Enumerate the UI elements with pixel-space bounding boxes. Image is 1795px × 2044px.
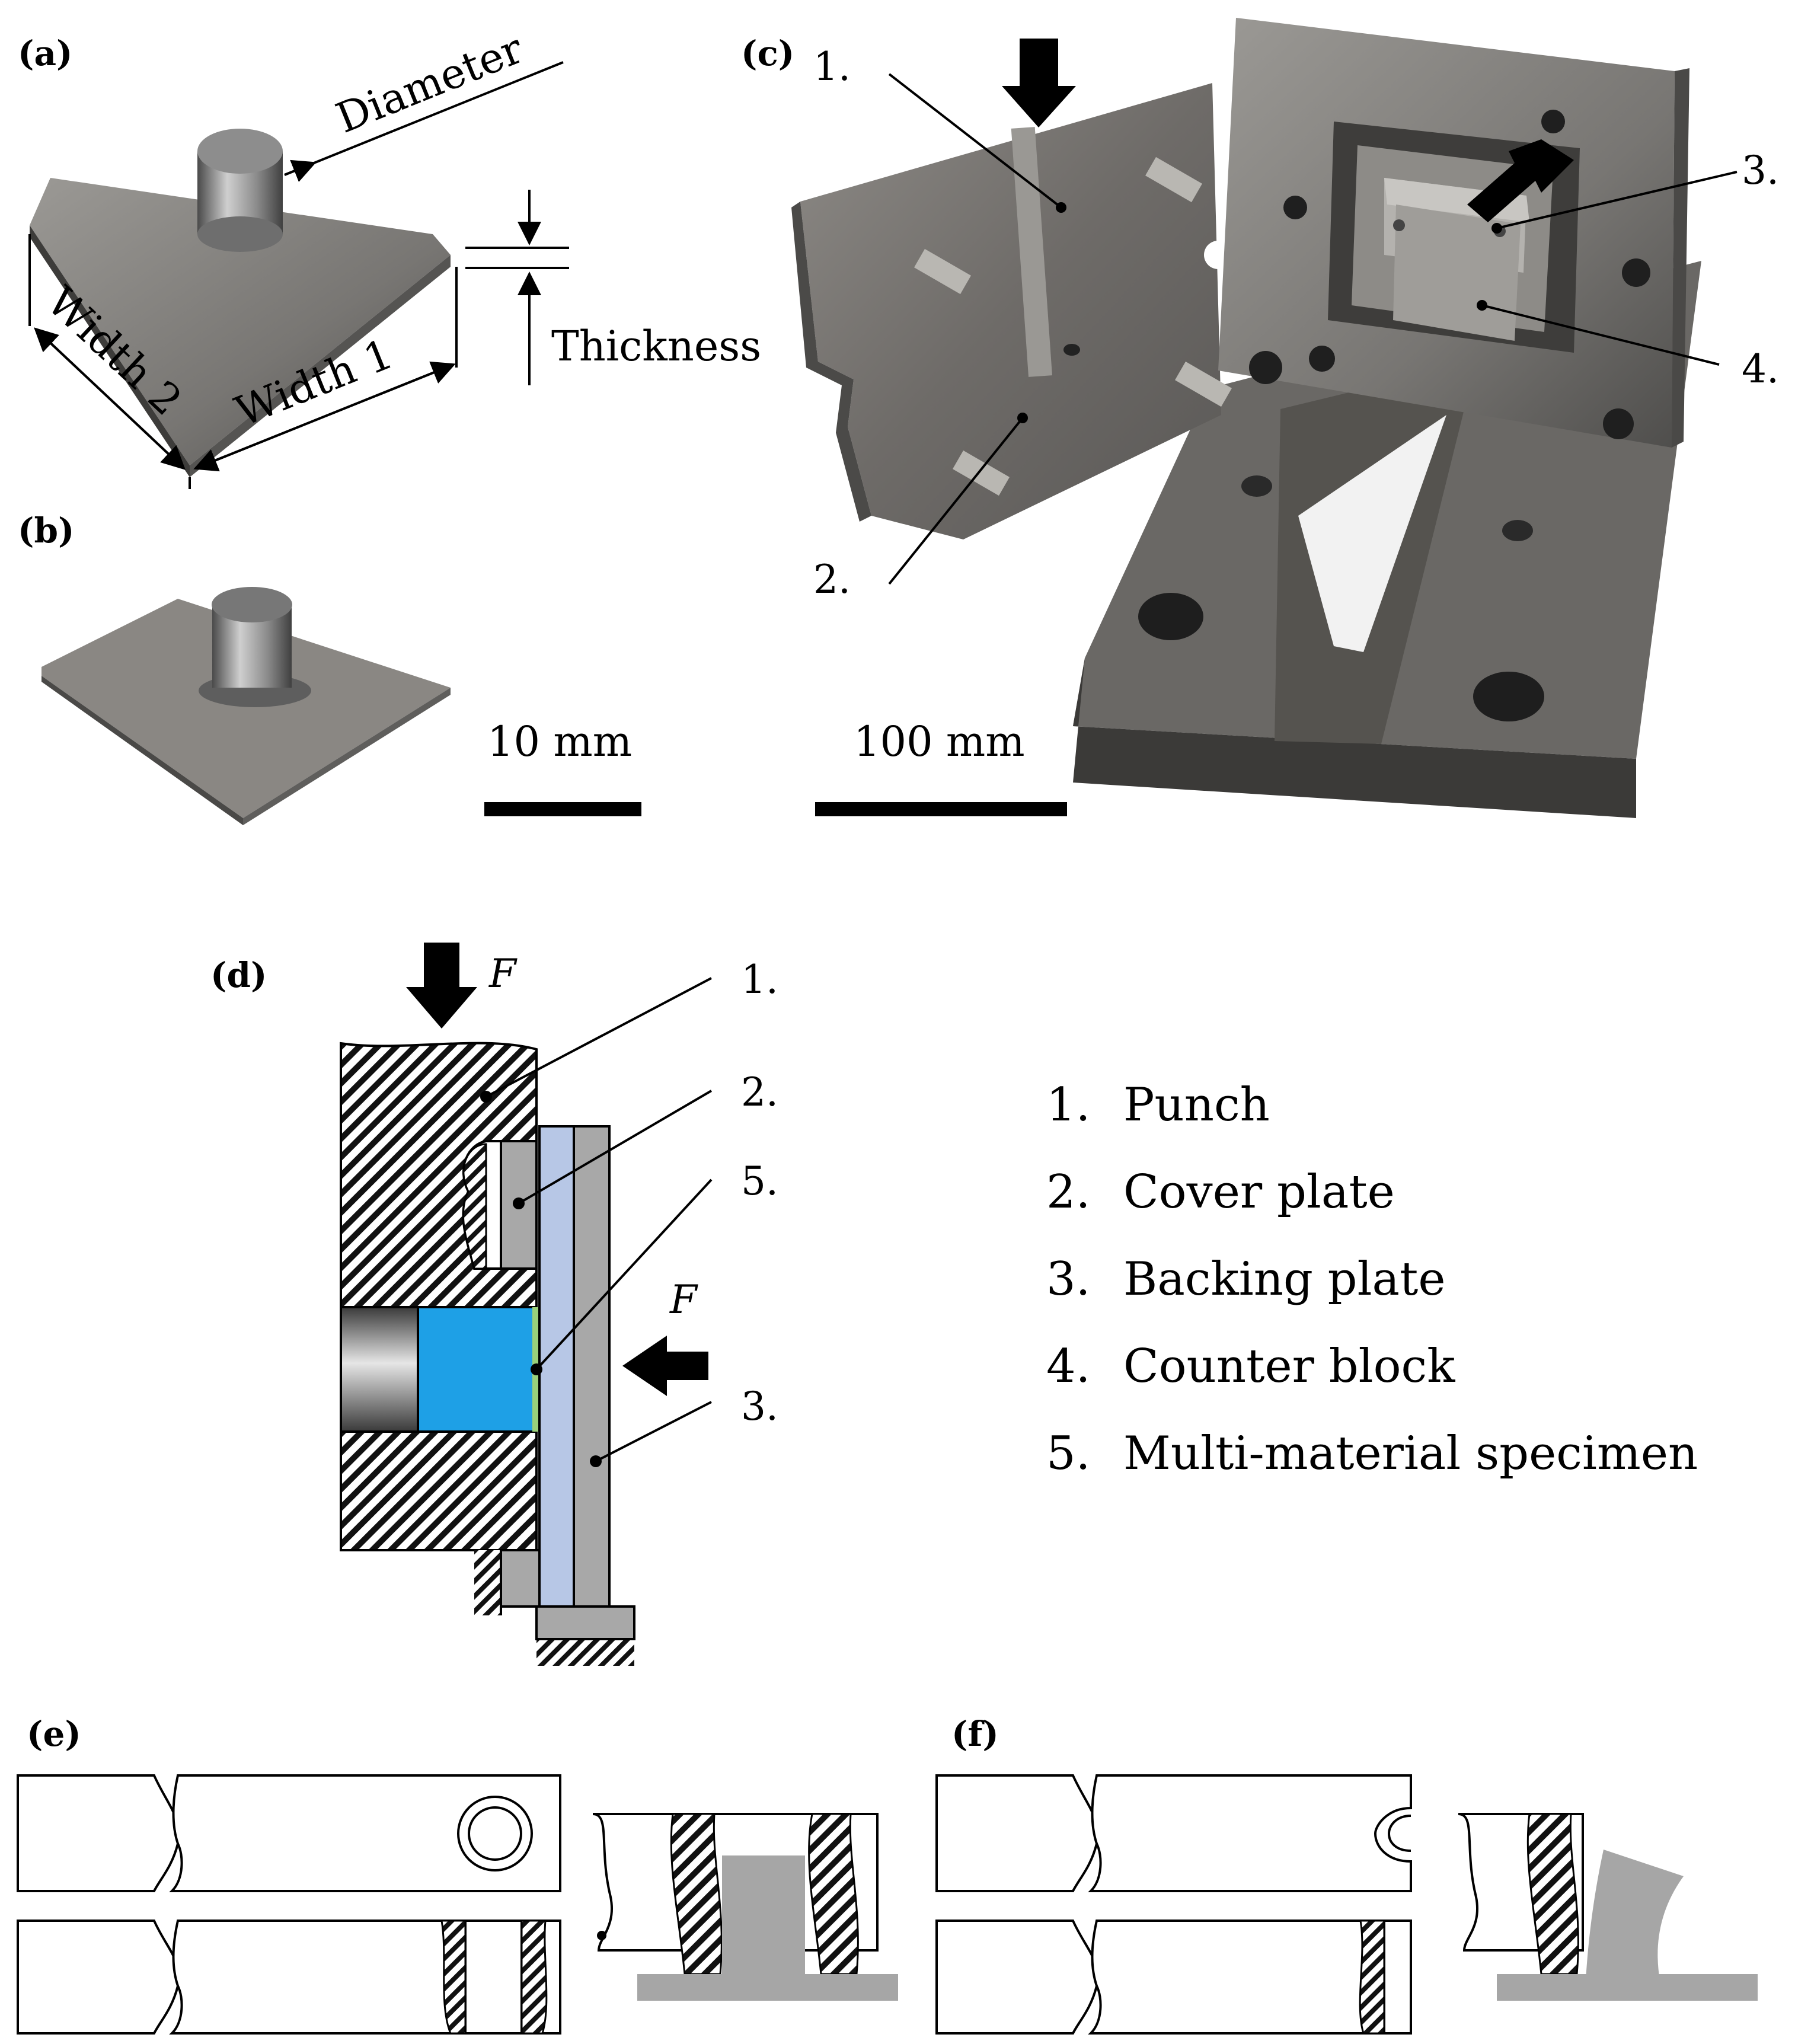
- legend-num-5: 5.: [1046, 1427, 1090, 1480]
- legend: 1. Punch 2. Cover plate 3. Backing plate…: [1046, 1078, 1698, 1480]
- panel-label-c: (c): [741, 33, 794, 74]
- schematic-callout-lines: [486, 977, 713, 1462]
- force-label-vertical: F: [488, 951, 518, 997]
- force-arrow-vertical: [406, 943, 477, 1029]
- scale-bar-small: [484, 802, 641, 816]
- panel-label-e: (e): [27, 1714, 81, 1754]
- legend-text-3: Backing plate: [1123, 1253, 1446, 1306]
- backing-plate: [573, 1125, 611, 1608]
- schematic: [340, 1042, 635, 1666]
- panel-e-remnant: [722, 1855, 805, 1980]
- legend-text-5: Multi-material specimen: [1123, 1427, 1698, 1480]
- diameter-label: Diameter: [330, 24, 530, 143]
- legend-text-2: Cover plate: [1123, 1165, 1395, 1219]
- bushing: [340, 1306, 419, 1433]
- thickness-label: Thickness: [551, 322, 761, 371]
- photo-callout-dots: [1017, 202, 1502, 423]
- scale-bar-large-label: 100 mm: [854, 717, 1025, 766]
- schematic-callout-dots: [480, 1091, 602, 1467]
- specimen-section: [417, 1306, 535, 1433]
- photo-callout-lines: [888, 73, 1737, 585]
- panel-f-drawing: [935, 1774, 1584, 2035]
- specimen-force-arrow: [1467, 139, 1574, 222]
- photo-callout-3: 3.: [1742, 148, 1779, 193]
- panel-label-b: (b): [18, 510, 74, 551]
- schematic-callout-1: 1.: [741, 957, 778, 1002]
- specimen-photo-a: [30, 129, 451, 477]
- photo-callout-1: 1.: [813, 44, 851, 90]
- punch-force-arrow: [1002, 39, 1076, 127]
- force-label-horizontal: F: [669, 1277, 698, 1323]
- fixture-photo: [791, 18, 1701, 818]
- photo-callout-2: 2.: [813, 557, 851, 602]
- legend-text-4: Counter block: [1123, 1340, 1455, 1393]
- cover-plate-section: [500, 1140, 538, 1270]
- dimension-annotations: [28, 61, 569, 489]
- legend-text-1: Punch: [1123, 1078, 1270, 1132]
- legend-num-4: 4.: [1046, 1340, 1090, 1393]
- panel-label-d: (d): [210, 955, 267, 995]
- legend-num-1: 1.: [1046, 1078, 1090, 1132]
- panel-f-base: [1497, 1974, 1758, 2001]
- legend-num-3: 3.: [1046, 1253, 1090, 1306]
- schematic-callout-3: 3.: [741, 1384, 778, 1429]
- schematic-callout-2: 2.: [741, 1069, 778, 1115]
- force-arrow-horizontal: [622, 1336, 708, 1396]
- specimen-photo-b: [41, 587, 451, 825]
- panel-e-dot: [597, 1931, 606, 1940]
- scale-bar-small-label: 10 mm: [487, 717, 632, 766]
- panel-e-base: [637, 1974, 898, 2001]
- photo-callout-4: 4.: [1742, 346, 1779, 392]
- panel-e-hatched: [440, 1813, 859, 2035]
- cover-plate: [538, 1125, 575, 1608]
- panel-label-f: (f): [951, 1714, 999, 1754]
- panel-label-a: (a): [18, 33, 72, 74]
- schematic-callout-5: 5.: [741, 1158, 778, 1204]
- panel-f-remnant: [1586, 1850, 1684, 1980]
- scale-bar-large: [815, 802, 1067, 816]
- legend-num-2: 2.: [1046, 1165, 1090, 1219]
